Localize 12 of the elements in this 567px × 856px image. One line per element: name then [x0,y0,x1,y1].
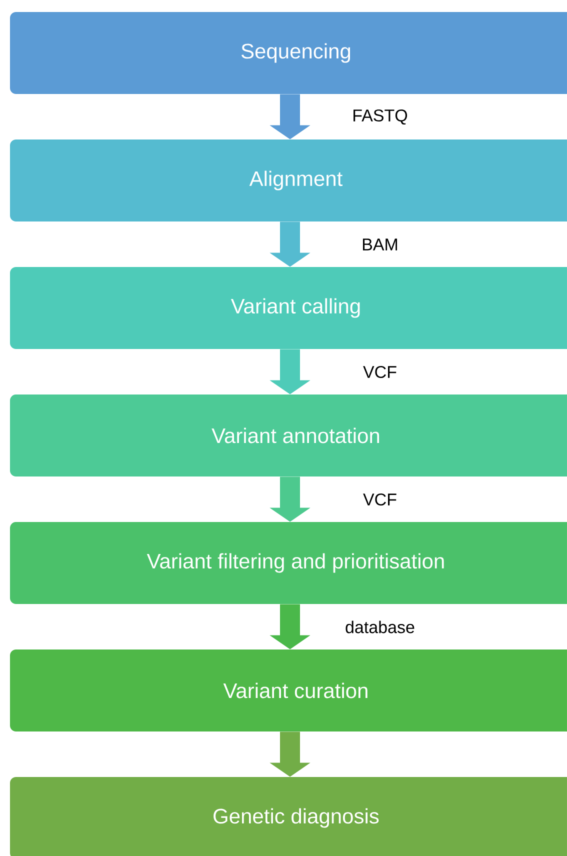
process-box: Variant filtering and prioritisation [10,522,567,604]
edge-label: FASTQ [351,108,409,126]
process-box: Genetic diagnosis [10,777,567,856]
edge-label: BAM [360,238,400,252]
process-box: Alignment [10,140,567,222]
edge-label: VCF [362,492,398,507]
edge-label: database [344,620,416,634]
process-box: Variant curation [10,650,567,732]
process-box: Sequencing [10,12,567,94]
process-box: Variant annotation [10,394,567,476]
edge-label: VCF [362,364,398,379]
process-box: Variant calling [10,267,567,349]
